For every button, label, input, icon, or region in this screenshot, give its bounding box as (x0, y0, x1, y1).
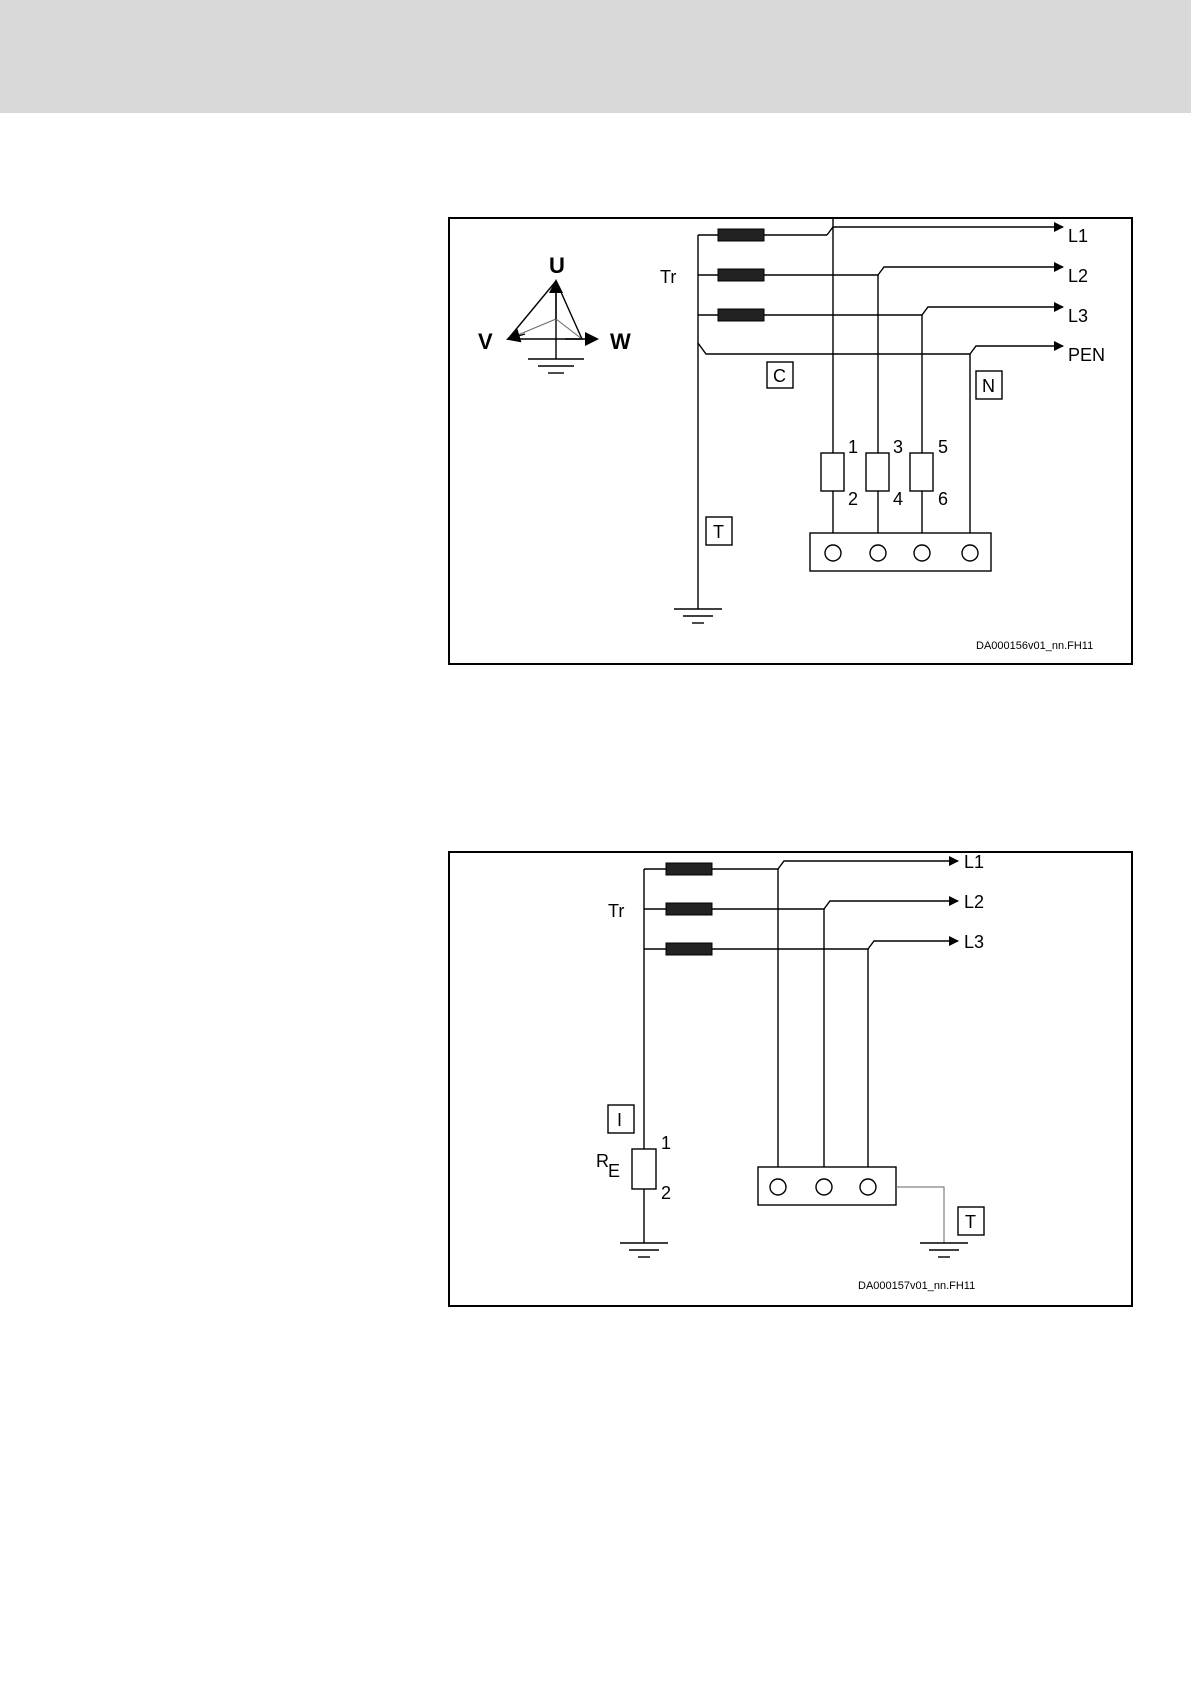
line-label-l3: L3 (1068, 306, 1088, 326)
terminal-number-6: 6 (938, 489, 948, 509)
figure-it-network: Tr L1 L2 L3 (448, 851, 1133, 1307)
wire-l2 (878, 267, 1063, 275)
svg-text:T: T (713, 522, 724, 542)
wire-pen (970, 346, 1063, 354)
terminal-circle-2 (816, 1179, 832, 1195)
fuse-box-1 (821, 453, 844, 491)
wire-l1 (827, 227, 1063, 235)
fuse-l2 (718, 269, 764, 281)
phasor-label-v: V (478, 329, 493, 354)
it-schematic: Tr L1 L2 L3 (450, 853, 1135, 1309)
fuse-l1 (718, 229, 764, 241)
resistor-terminal-2: 2 (661, 1183, 671, 1203)
line-label-l2: L2 (964, 892, 984, 912)
wire-l3 (922, 307, 1063, 315)
terminal-circle-1 (825, 545, 841, 561)
phasor-diagram: U V W (478, 253, 631, 373)
wire-l2 (824, 901, 958, 909)
line-label-l3: L3 (964, 932, 984, 952)
label-box-n: N (976, 371, 1002, 399)
terminal-circle-1 (770, 1179, 786, 1195)
svg-text:N: N (982, 376, 995, 396)
label-box-c: C (767, 362, 793, 388)
tn-c-schematic: U V W Tr L1 L2 L3 PEN (450, 219, 1135, 667)
line-label-l2: L2 (1068, 266, 1088, 286)
phasor-v-ray (508, 319, 556, 339)
label-box-i: I (608, 1105, 634, 1133)
svg-text:C: C (773, 366, 786, 386)
wire-l3 (868, 941, 958, 949)
phasor-label-w: W (610, 329, 631, 354)
fuse-l3 (718, 309, 764, 321)
page-header-band (0, 0, 1191, 113)
fuse-l2 (666, 903, 712, 915)
drawing-code: DA000156v01_nn.FH11 (976, 640, 1093, 652)
phasor-label-u: U (549, 253, 565, 278)
terminal-circle-4 (962, 545, 978, 561)
terminal-number-3: 3 (893, 437, 903, 457)
fuse-box-2 (866, 453, 889, 491)
resistor-subscript: E (608, 1161, 620, 1181)
terminal-number-2: 2 (848, 489, 858, 509)
transformer-label: Tr (608, 901, 624, 921)
drawing-code: DA000157v01_nn.FH11 (858, 1280, 975, 1292)
terminal-circle-3 (860, 1179, 876, 1195)
fuse-l1 (666, 863, 712, 875)
fuse-box-3 (910, 453, 933, 491)
label-box-t: T (958, 1207, 984, 1235)
line-label-l1: L1 (964, 853, 984, 872)
resistor-re (632, 1149, 656, 1189)
line-label-pen: PEN (1068, 345, 1105, 365)
line-label-l1: L1 (1068, 226, 1088, 246)
terminal-circle-3 (914, 545, 930, 561)
label-box-t: T (706, 517, 732, 545)
terminal-number-5: 5 (938, 437, 948, 457)
svg-text:I: I (617, 1110, 622, 1130)
figure-tn-c-network: U V W Tr L1 L2 L3 PEN (448, 217, 1133, 665)
svg-text:T: T (965, 1212, 976, 1232)
transformer-label: Tr (660, 267, 676, 287)
fuse-l3 (666, 943, 712, 955)
terminal-number-4: 4 (893, 489, 903, 509)
wire-l1 (778, 861, 958, 869)
pe-wire (896, 1187, 944, 1243)
resistor-terminal-1: 1 (661, 1133, 671, 1153)
terminal-number-1: 1 (848, 437, 858, 457)
terminal-circle-2 (870, 545, 886, 561)
